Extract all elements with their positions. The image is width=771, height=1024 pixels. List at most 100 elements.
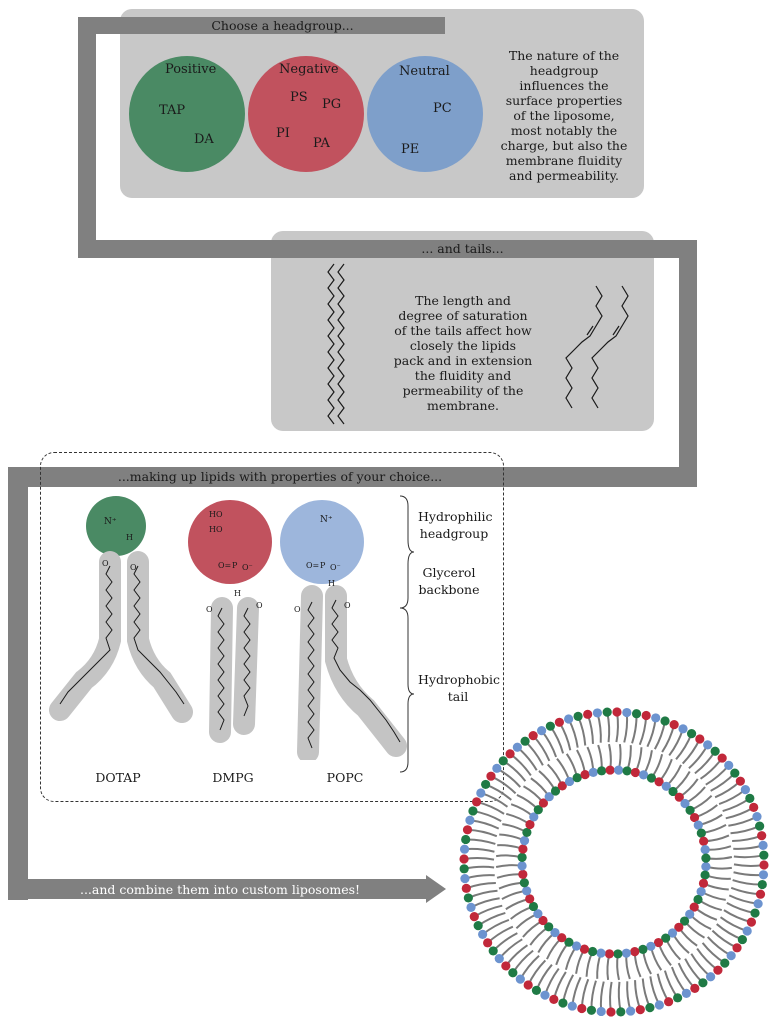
outer-lipid-head	[602, 707, 612, 717]
inner-lipid-head	[696, 886, 706, 897]
outer-lipid-head	[695, 734, 705, 744]
outer-lipid-head	[737, 934, 747, 945]
inner-lipid-head	[518, 869, 528, 879]
region-braces	[399, 495, 415, 773]
outer-lipid-head	[724, 760, 734, 770]
popc-tail-right	[325, 585, 407, 757]
outer-lipid-head	[758, 840, 768, 850]
negative-pi: PI	[276, 126, 290, 141]
inner-lipid-head	[550, 927, 560, 938]
outer-lipid-head	[554, 717, 564, 727]
outer-lipid-head	[635, 1005, 645, 1015]
outer-lipid-head	[577, 1003, 587, 1014]
positive-tap: TAP	[159, 103, 186, 118]
outer-lipid-head	[726, 951, 736, 961]
inner-lipid-head	[680, 798, 690, 809]
saturated-tails-drawing	[327, 263, 345, 425]
popc-headgroup	[280, 500, 364, 584]
inner-lipid-head	[572, 773, 582, 783]
dmpg-ho1: HO	[209, 510, 223, 519]
inner-lipid-head	[700, 845, 710, 855]
outer-lipid-head	[469, 912, 479, 922]
outer-lipid-head	[757, 879, 767, 890]
dmpg-o1: O	[206, 605, 213, 614]
inner-lipid-head	[674, 792, 684, 802]
outer-lipid-head	[753, 899, 763, 909]
outer-lipid-head	[730, 768, 740, 778]
inner-lipid-head	[604, 949, 615, 959]
outer-lipid-head	[461, 883, 471, 893]
inner-lipid-head	[596, 948, 606, 958]
inner-lipid-head	[685, 909, 695, 919]
tails-description: The length and degree of saturation of t…	[393, 293, 533, 413]
dmpg-o2: O	[256, 601, 263, 610]
liposome-drawing	[459, 707, 769, 1017]
outer-lipid-head	[558, 998, 568, 1008]
unsaturated-tails-drawing	[565, 285, 629, 409]
neutral-title: Neutral	[399, 64, 450, 79]
outer-lipid-head	[606, 1007, 616, 1017]
outer-lipid-head	[678, 724, 688, 734]
outer-lipid-head	[515, 974, 525, 984]
lipid-name-dmpg: DMPG	[212, 770, 254, 785]
outer-lipid-head	[486, 771, 496, 781]
outer-lipid-head	[492, 763, 502, 773]
outer-lipid-head	[476, 788, 486, 798]
tails-banner-label: ... and tails...	[421, 241, 504, 256]
popc-o2: O	[344, 601, 351, 610]
flow-path-right-drop	[679, 240, 697, 487]
outer-lipid-head	[545, 721, 555, 731]
outer-lipid-head	[459, 864, 469, 874]
inner-lipid-head	[613, 949, 623, 959]
lipids-dashed-frame	[40, 452, 504, 802]
popc-n-plus: N⁺	[320, 515, 333, 525]
outer-lipid-head	[713, 965, 723, 975]
popc-p: P	[320, 561, 326, 570]
headgroup-circles	[129, 56, 483, 172]
inner-lipid-head	[661, 781, 671, 791]
inner-lipid-head	[533, 909, 543, 919]
outer-lipid-head	[755, 889, 766, 899]
outer-lipid-head	[481, 779, 491, 790]
positive-circle	[129, 56, 245, 172]
inner-lipid-head	[674, 922, 684, 932]
flow-path-lower-bar	[8, 467, 697, 487]
inner-lipid-head	[571, 941, 582, 951]
outer-lipid-head	[752, 812, 762, 822]
outer-lipid-head	[758, 870, 769, 880]
inner-lipid-head	[679, 916, 690, 926]
inner-lipid-head	[621, 948, 631, 958]
negative-circle	[248, 56, 364, 172]
dmpg-ho2: HO	[209, 525, 223, 534]
dmpg-headgroup	[188, 500, 272, 584]
outer-lipid-head	[717, 753, 727, 763]
dmpg-h: H	[234, 589, 241, 598]
outer-lipid-head	[463, 893, 473, 903]
inner-lipid-head	[564, 937, 574, 947]
outer-lipid-head	[686, 729, 697, 739]
inner-lipid-head	[622, 766, 632, 776]
inner-lipid-head	[689, 812, 700, 823]
neutral-pc: PC	[433, 101, 452, 116]
lipid-name-dotap: DOTAP	[95, 770, 141, 785]
outer-lipid-head	[742, 926, 752, 936]
inner-lipid-head	[538, 798, 549, 808]
outer-lipid-head	[573, 711, 583, 721]
dotap-h: H	[126, 533, 133, 542]
outer-lipid-head	[501, 961, 511, 971]
outer-lipid-head	[703, 740, 713, 750]
inner-lipid-head	[693, 820, 703, 830]
outer-lipid-head	[586, 1005, 597, 1015]
inner-lipid-head	[630, 767, 641, 778]
outer-lipid-head	[622, 707, 632, 718]
outer-lipid-head	[654, 1000, 664, 1010]
inner-lipid-head	[597, 766, 607, 776]
outer-lipid-head	[706, 972, 716, 982]
inner-lipid-head	[544, 922, 554, 932]
inner-lipid-head	[557, 781, 567, 791]
outer-lipid-head	[735, 776, 745, 786]
inner-lipid-head	[661, 933, 671, 943]
outer-lipid-head	[755, 821, 765, 831]
inner-lipid-head	[701, 861, 711, 872]
region-hydrophilic: Hydrophilic headgroup	[418, 509, 493, 541]
